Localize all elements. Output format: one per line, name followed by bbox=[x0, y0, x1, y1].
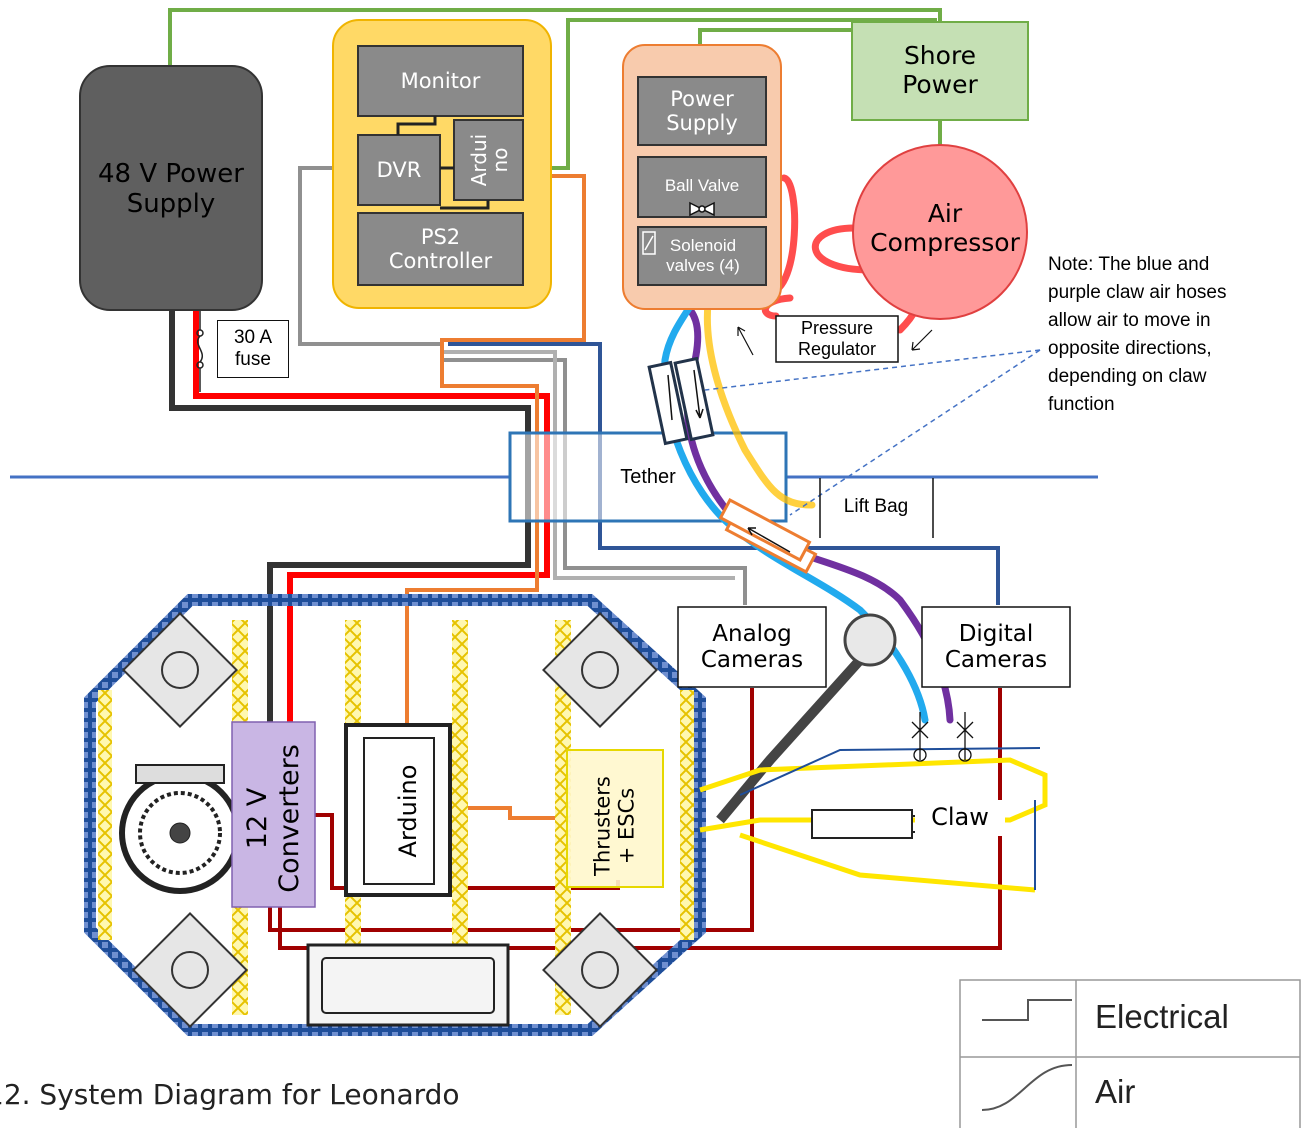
claw-valve-icons bbox=[912, 712, 973, 761]
legend-electrical-label: Electrical bbox=[1095, 998, 1229, 1036]
legend-air-label: Air bbox=[1095, 1073, 1135, 1111]
note-text: Note: The blue and purple claw air hoses… bbox=[1048, 251, 1288, 419]
air-compressor-label: Air Compressor bbox=[855, 196, 1035, 262]
figure-caption: 12. System Diagram for Leonardo bbox=[0, 1078, 586, 1118]
arduino-top-label: Ardui no bbox=[455, 110, 525, 210]
ball-valve-label: Ball Valve bbox=[638, 170, 766, 202]
analog-cameras-label: Analog Cameras bbox=[678, 607, 826, 687]
vertical-thruster bbox=[122, 765, 238, 891]
digital-cameras-label: Digital Cameras bbox=[922, 607, 1070, 687]
thrusters-label: Thrusters + ESCs bbox=[585, 758, 645, 895]
pressure-regulator-label: Pressure Regulator bbox=[776, 316, 898, 362]
monitor-label: Monitor bbox=[358, 46, 523, 116]
solenoid-label: Solenoid valves (4) bbox=[648, 229, 758, 283]
dvr-label: DVR bbox=[358, 135, 440, 205]
connector-top bbox=[649, 359, 713, 444]
claw-label: Claw bbox=[915, 800, 1005, 836]
lift-bag-label: Lift Bag bbox=[826, 492, 926, 522]
power-supply-label: Power Supply bbox=[638, 77, 766, 145]
tether-label: Tether bbox=[560, 460, 736, 494]
shore-power-wires bbox=[170, 10, 940, 168]
arduino-rov-label: Arduino bbox=[391, 741, 427, 881]
ps2-label: PS2 Controller bbox=[358, 213, 523, 285]
fuse-label: 30 A fuse bbox=[217, 320, 289, 378]
converters-label: 12 V Converters bbox=[232, 726, 315, 911]
shore-power-label: Shore Power bbox=[852, 36, 1028, 106]
power-48v-label: 48 V Power Supply bbox=[80, 150, 262, 230]
